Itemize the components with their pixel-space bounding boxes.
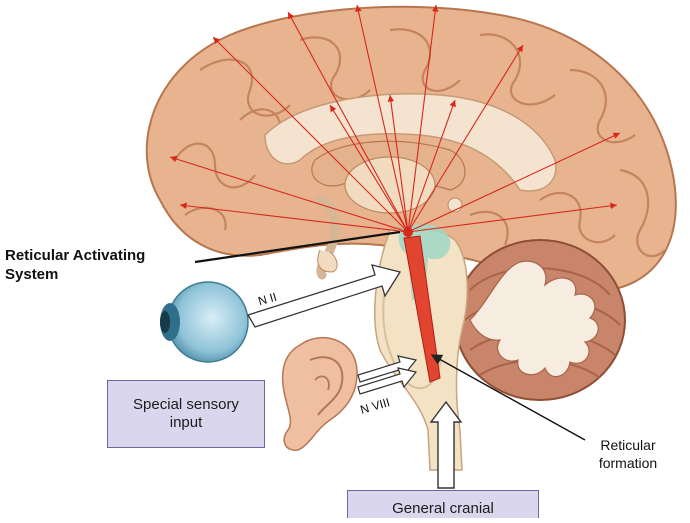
ras-center — [403, 227, 413, 237]
nviii-arrows — [357, 355, 418, 395]
thalamus — [344, 156, 436, 214]
activation-arrows — [169, 4, 621, 233]
optic-nerve-arrow — [247, 264, 402, 328]
eye-icon — [160, 281, 249, 363]
general-cranial-box: General cranial — [347, 490, 539, 518]
general-cranial-arrow — [429, 400, 463, 489]
reticular-activating-system-label: Reticular Activating System — [5, 247, 146, 283]
ear-icon — [281, 336, 358, 451]
special-sensory-input-box: Special sensory input — [107, 380, 265, 448]
reticular-formation-column — [403, 235, 441, 383]
ras-leader-line — [194, 230, 401, 264]
arbor-vitae — [469, 260, 599, 378]
reticular-formation-leader — [430, 354, 586, 441]
reticular-formation-label: Reticular formation — [598, 437, 658, 471]
pituitary — [317, 249, 338, 273]
